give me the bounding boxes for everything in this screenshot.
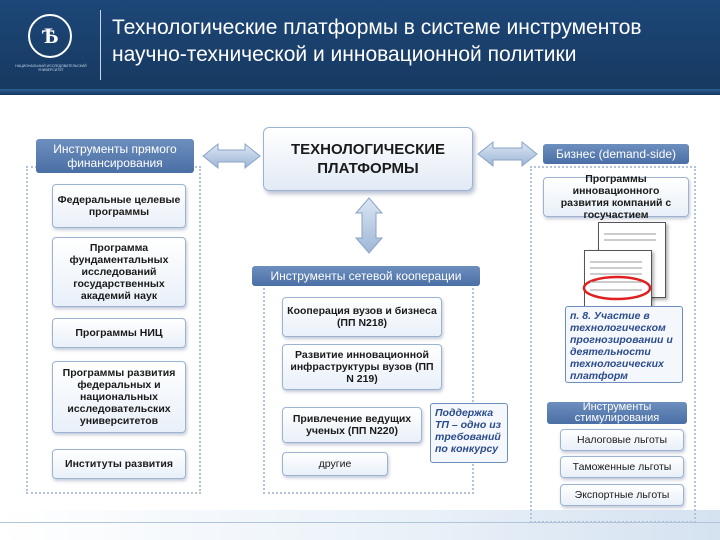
right-group-header: Бизнес (demand-side) xyxy=(543,144,689,164)
header-divider xyxy=(100,10,101,80)
header-bar: Ѣ НАЦИОНАЛЬНЫЙ ИССЛЕДОВАТЕЛЬСКИЙ УНИВЕРС… xyxy=(0,0,720,95)
bottom-line xyxy=(0,522,720,523)
double-arrow-vertical xyxy=(354,197,384,254)
right-group-frame xyxy=(530,166,696,523)
right-stim-export: Экспортные льготы xyxy=(560,484,684,506)
left-item-fcp: Федеральные целевые программы xyxy=(52,184,186,228)
logo-caption: НАЦИОНАЛЬНЫЙ ИССЛЕДОВАТЕЛЬСКИЙ УНИВЕРСИТ… xyxy=(15,64,87,72)
double-arrow-right xyxy=(477,140,538,168)
left-item-universities: Программы развития федеральных и национа… xyxy=(52,361,186,433)
middle-item-218: Кооперация вузов и бизнеса (ПП N218) xyxy=(282,297,442,337)
bottom-strip xyxy=(0,510,720,540)
left-item-nic: Программы НИЦ xyxy=(52,318,186,348)
center-box: ТЕХНОЛОГИЧЕСКИЕ ПЛАТФОРМЫ xyxy=(263,127,473,191)
left-group-header: Инструменты прямого финансирования xyxy=(36,139,194,173)
right-note: п. 8. Участие в технологическом прогнози… xyxy=(565,306,683,383)
middle-item-219: Развитие инновационной инфраструктуры ву… xyxy=(282,344,442,390)
highlight-ellipse xyxy=(582,275,652,301)
right-stim-header: Инструменты стимулирования xyxy=(547,402,687,424)
left-item-academy: Программа фундаментальных исследований г… xyxy=(52,237,186,307)
middle-group-header: Инструменты сетевой кооперации xyxy=(252,266,480,286)
right-program-box: Программы инновационного развития компан… xyxy=(543,173,689,221)
right-stim-customs: Таможенные льготы xyxy=(560,456,684,478)
right-stim-tax: Налоговые льготы xyxy=(560,429,684,451)
slide-title: Технологические платформы в системе инст… xyxy=(112,16,642,66)
logo-emblem-icon: Ѣ xyxy=(28,14,72,58)
double-arrow-left xyxy=(202,142,261,170)
left-item-institutes: Институты развития xyxy=(52,449,186,479)
middle-item-other: другие xyxy=(282,452,388,476)
middle-note: Поддержка ТП – одно из требований по кон… xyxy=(430,403,508,463)
middle-item-220: Привлечение ведущих ученых (ПП N220) xyxy=(282,407,422,443)
logo: Ѣ НАЦИОНАЛЬНЫЙ ИССЛЕДОВАТЕЛЬСКИЙ УНИВЕРС… xyxy=(14,14,88,76)
